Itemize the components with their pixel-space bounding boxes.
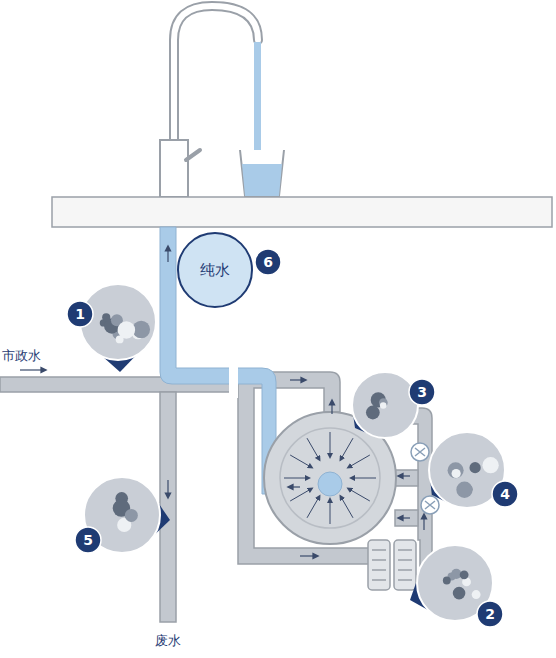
inflow-arrow: [290, 489, 311, 501]
callout-number: 4: [492, 481, 518, 507]
inflow-arrow: [284, 478, 308, 479]
pipes: [0, 372, 432, 622]
particle: [118, 321, 135, 338]
particle: [472, 590, 481, 599]
particle: [469, 462, 480, 473]
inflow-arrow: [349, 455, 370, 467]
callout-number: 6: [255, 249, 281, 275]
callout-number: 1: [67, 301, 93, 327]
inflow-arrow: [352, 478, 376, 479]
pipe-gap: [229, 362, 238, 398]
countertop: [52, 197, 552, 227]
inflow-arrow: [330, 500, 331, 524]
inflow-arrow: [341, 438, 353, 459]
particle: [443, 577, 451, 585]
callout-badge: [477, 601, 503, 627]
callout-badge: [255, 249, 281, 275]
inflow-arrow: [307, 497, 319, 518]
callout-badge: [409, 379, 435, 405]
callout-badge: [67, 301, 93, 327]
callout-badge: [75, 527, 101, 553]
particle: [125, 509, 138, 522]
callout-number: 5: [75, 527, 101, 553]
inflow-arrow: [290, 455, 311, 467]
pipe-label: 市政水: [2, 349, 41, 362]
particle: [482, 457, 498, 473]
magnifier-node: 纯水: [177, 232, 253, 308]
magnifier-circle: [80, 284, 156, 360]
glass: [240, 150, 284, 196]
magnifier-callouts: [80, 252, 505, 621]
callout-number: 3: [409, 379, 435, 405]
prefilter-cartridges: [368, 540, 416, 590]
callout-badge: [492, 481, 518, 507]
particle: [460, 570, 469, 579]
inflow-arrow: [349, 489, 370, 501]
particle: [448, 462, 464, 478]
particle: [456, 482, 472, 498]
particle: [366, 406, 380, 420]
callout-number: 2: [477, 601, 503, 627]
magnifier-circle: [352, 372, 418, 438]
inflow-arrow: [307, 438, 319, 459]
node-text: 纯水: [200, 261, 230, 280]
particle: [102, 313, 110, 321]
inflow-arrow: [330, 432, 331, 456]
pipe-label: 废水: [155, 634, 181, 647]
water-stream: [254, 42, 261, 162]
inflow-arrow: [341, 497, 353, 518]
particle: [452, 469, 461, 478]
particle: [453, 587, 466, 600]
particle: [380, 402, 387, 409]
